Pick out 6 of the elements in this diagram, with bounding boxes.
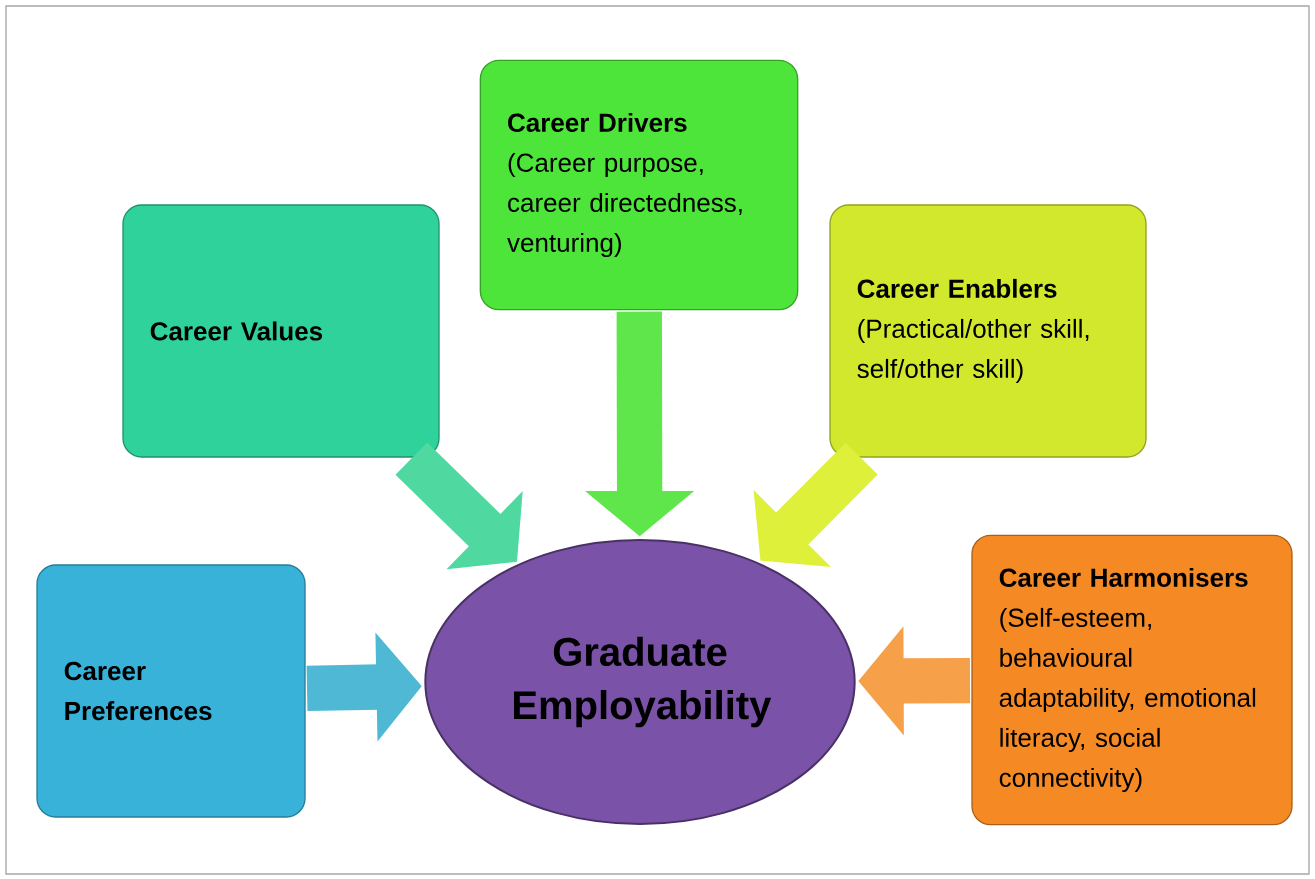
- process-box: Career Preferences: [36, 564, 306, 818]
- process-box: Career Values: [122, 204, 440, 458]
- process-box: Career Harmonisers (Self-esteem, behavioural adaptability, emotional literacy, social connectivity): [971, 534, 1293, 826]
- process-box: Career Enablers (Practical/other skill, self/other skill): [829, 204, 1147, 458]
- process-box: Career Drivers (Career purpose, career directedness, venturing): [479, 59, 799, 311]
- ellipse-node: Graduate Employability: [424, 539, 856, 825]
